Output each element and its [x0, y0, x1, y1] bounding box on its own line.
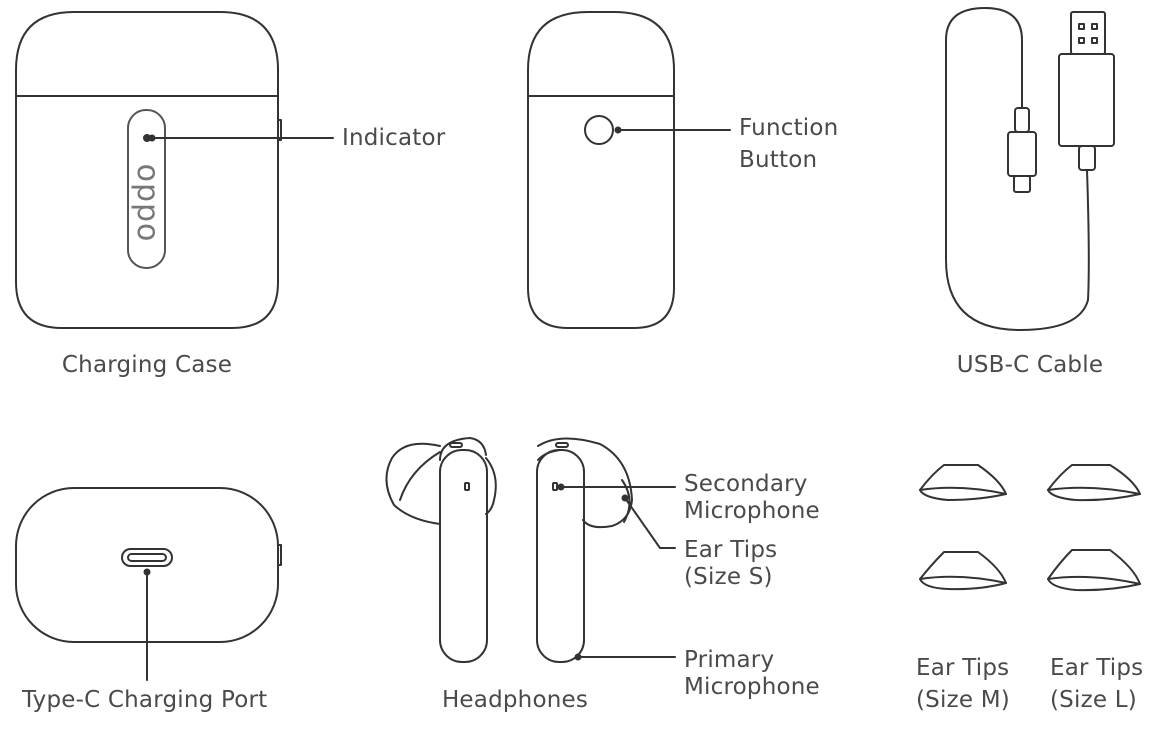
- label-ear-tips-m-line2: (Size M): [916, 687, 1010, 713]
- label-usb-c-cable: USB-C Cable: [956, 352, 1104, 378]
- function-button-icon: [584, 115, 614, 145]
- label-secondary-mic-line2: Microphone: [684, 498, 820, 524]
- oppo-logo: oppo: [130, 163, 165, 243]
- indicator-leader: [148, 134, 334, 142]
- label-ear-tips-l-line2: (Size L): [1050, 687, 1137, 713]
- ear-tips-s-leader: [621, 494, 676, 549]
- label-ear-tips-s-line1: Ear Tips: [684, 537, 778, 563]
- label-type-c-port: Type-C Charging Port: [22, 687, 268, 713]
- left-earbud: [385, 437, 497, 663]
- usb-c-port-icon: [121, 548, 173, 567]
- secondary-mic-leader: [557, 483, 676, 491]
- right-earbud: [536, 437, 633, 663]
- label-headphones: Headphones: [441, 687, 589, 713]
- label-primary-mic-line2: Microphone: [684, 674, 820, 700]
- label-charging-case: Charging Case: [61, 352, 233, 378]
- ear-tip-m-1: [919, 464, 1007, 501]
- label-ear-tips-l-line1: Ear Tips: [1050, 655, 1144, 681]
- label-secondary-mic-line1: Secondary: [684, 471, 808, 497]
- label-indicator: Indicator: [342, 125, 446, 151]
- charging-case-bottom: [15, 487, 282, 643]
- function-button-leader: [614, 126, 731, 134]
- charging-case-front: [15, 11, 282, 329]
- type-c-port-leader: [143, 568, 151, 681]
- label-ear-tips-s-line2: (Size S): [684, 564, 773, 590]
- charging-case-side: [527, 11, 675, 329]
- label-ear-tips-m-line1: Ear Tips: [916, 655, 1010, 681]
- ear-tip-m-2: [919, 551, 1007, 591]
- label-function-button-line2: Button: [739, 147, 818, 173]
- ear-tip-l-2: [1047, 549, 1141, 592]
- label-function-button-line1: Function: [739, 115, 839, 141]
- ear-tip-l-1: [1047, 464, 1141, 502]
- usb-c-cable: [945, 7, 1115, 331]
- label-primary-mic-line1: Primary: [684, 647, 775, 673]
- primary-mic-leader: [574, 653, 676, 661]
